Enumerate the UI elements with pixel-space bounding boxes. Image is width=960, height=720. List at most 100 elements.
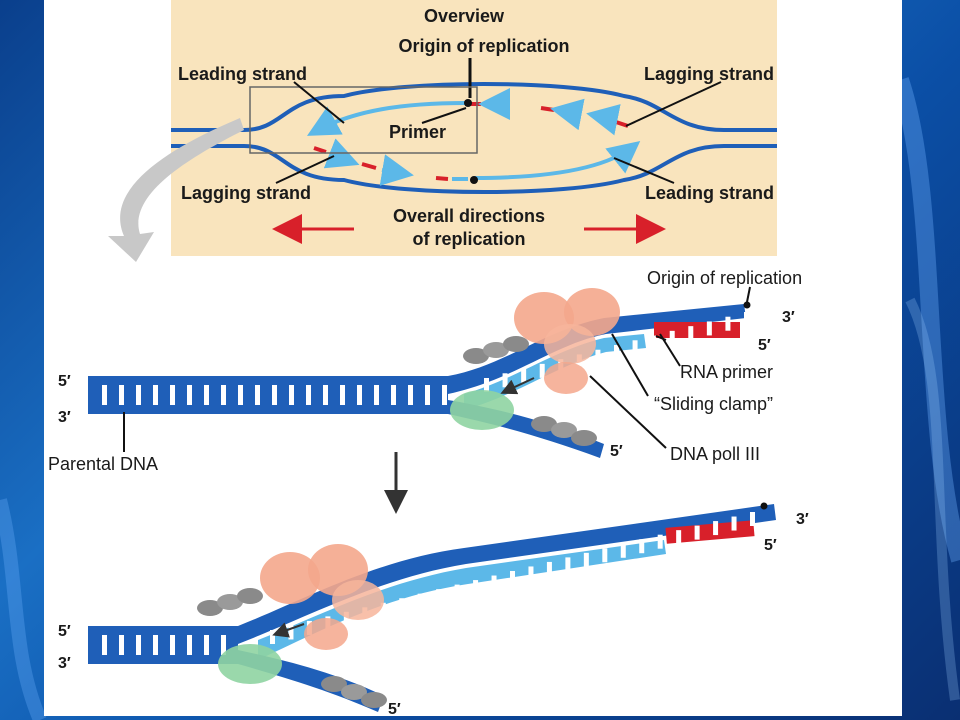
base-pair: [510, 571, 515, 585]
sliding-clamp-1: [564, 288, 620, 336]
base-pair: [595, 349, 601, 364]
leading-br-leader: [613, 157, 675, 184]
rna-primer-leader: [659, 333, 681, 367]
base-pair: [602, 548, 608, 563]
base-pair: [713, 521, 719, 536]
end-5-bottom-2: 5′: [388, 701, 401, 716]
base-pair: [528, 566, 534, 581]
base-pair: [484, 378, 489, 392]
base-pair: [565, 557, 571, 572]
base-pair: [694, 525, 700, 540]
dna-replication-diagram: Overview Origin of replication Leading s…: [48, 0, 809, 716]
origin-dot-top: [464, 99, 472, 107]
end-3-top-1: 3′: [782, 309, 795, 326]
zoom-box: [249, 86, 478, 154]
sliding-clamp-label: “Sliding clamp”: [654, 394, 773, 414]
dna-pol-iii-2b: [332, 580, 384, 620]
base-pair: [521, 368, 527, 383]
parental-helix-2: [88, 626, 238, 664]
end-5-left-1: 5′: [58, 373, 71, 390]
base-pair: [620, 543, 626, 558]
rna-primer-label: RNA primer: [680, 362, 773, 382]
primer-label: Primer: [389, 122, 446, 142]
base-pair: [119, 385, 124, 405]
lagging-strand-label-tr: Lagging strand: [644, 64, 774, 84]
base-pair: [119, 635, 124, 655]
base-pair: [136, 385, 141, 405]
base-pair: [380, 602, 386, 617]
base-pair: [272, 385, 277, 405]
detail-panel-2: 3′ 5′ 5′ 3′ 5′: [58, 502, 809, 716]
zoom-arrow: [108, 118, 244, 262]
parental-strand-bottom: [171, 144, 777, 194]
dna-pol-label: DNA poll III: [670, 444, 760, 464]
synthesis-arrow-2: [272, 622, 305, 638]
base-pair: [417, 593, 423, 608]
base-pair: [221, 385, 226, 405]
base-pair: [374, 385, 379, 405]
base-pair: [357, 385, 362, 405]
base-pair: [391, 385, 396, 405]
base-pair: [676, 530, 682, 545]
lagging-polymerase-1: [450, 390, 514, 430]
base-pair: [744, 312, 749, 326]
leading-strand-label-tl: Leading strand: [178, 64, 307, 84]
base-pair: [583, 552, 589, 567]
parental-strand-top: [171, 82, 777, 132]
lagging-bl-leader: [275, 155, 335, 184]
base-pair: [731, 516, 737, 531]
end-3-top-2: 3′: [796, 511, 809, 528]
end-3-left-1: 3′: [58, 409, 71, 426]
dna-pol-iii-2a: [260, 552, 320, 604]
overview-panel: Overview Origin of replication Leading s…: [171, 0, 777, 256]
base-pair: [657, 534, 663, 549]
lagging-polymerase-2: [218, 644, 282, 684]
base-pair: [546, 561, 552, 576]
base-pair: [750, 512, 755, 526]
synthesis-arrow-1: [500, 377, 535, 395]
end-5-bottom-1: 5′: [610, 443, 623, 460]
parental-helix-1: [88, 376, 448, 414]
base-pair: [136, 635, 141, 655]
base-pair: [632, 340, 638, 355]
lagging-fragments-bottom: [313, 138, 468, 186]
rna-primer-1: [654, 322, 740, 338]
base-pair: [502, 373, 508, 388]
ssb-proteins-2: [197, 588, 387, 708]
origin-dot-1: [743, 301, 751, 309]
upper-template-arm-2: [238, 504, 776, 644]
end-5-right-1: 5′: [758, 337, 771, 354]
base-pair: [425, 385, 430, 405]
base-pair: [442, 385, 447, 405]
base-pair: [238, 385, 243, 405]
primer-leader: [421, 107, 467, 124]
parental-base-pairs-2: [102, 635, 226, 655]
parental-base-pairs-1: [102, 385, 447, 405]
dna-pol-iii-1c: [544, 362, 588, 394]
base-pair: [153, 635, 158, 655]
base-pair: [688, 326, 694, 341]
base-pair: [204, 385, 209, 405]
base-pair: [614, 345, 619, 359]
origin-dot-bottom: [470, 176, 478, 184]
base-pair: [399, 598, 405, 613]
base-pair: [706, 321, 712, 336]
base-pair: [170, 385, 175, 405]
dna-pol-iii-2c: [304, 618, 348, 650]
end-3-left-2: 3′: [58, 655, 71, 672]
directions-label-line2: of replication: [412, 229, 525, 249]
base-pair: [454, 584, 460, 599]
base-pair: [539, 363, 545, 378]
directions-label-line1: Overall directions: [393, 206, 545, 226]
base-pair: [288, 625, 294, 640]
base-pair: [340, 385, 345, 405]
base-pair: [408, 385, 413, 405]
leading-strand-top: [306, 101, 467, 136]
base-pair: [102, 385, 107, 405]
sliding-clamp-leader: [611, 333, 649, 397]
base-pair: [473, 580, 479, 595]
base-pair: [204, 635, 209, 655]
base-pair: [491, 575, 497, 590]
base-pair: [436, 589, 442, 604]
